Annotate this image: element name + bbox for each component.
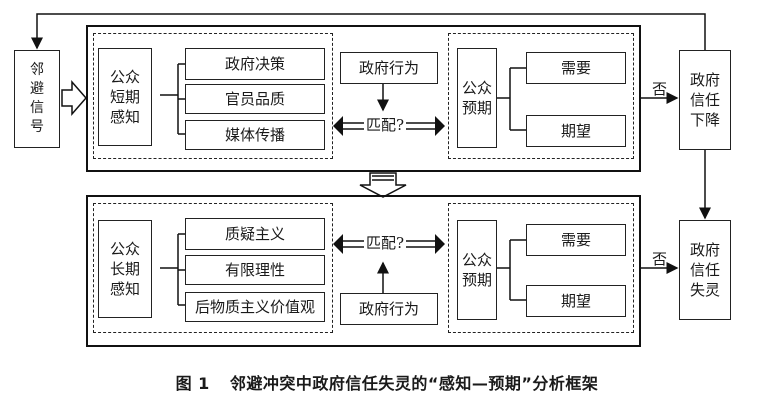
perception-item-postmaterialism: 后物质主义价值观	[185, 292, 325, 322]
perception-item-bounded-rationality: 有限理性	[185, 255, 325, 285]
bottom-gov-action-box: 政府行为	[340, 293, 438, 325]
trust-decline-box: 政府 信任 下降	[679, 50, 731, 150]
long-term-perception-box: 公众 长期 感知	[98, 220, 152, 318]
top-panel	[86, 25, 641, 172]
top-gov-action-box: 政府行为	[340, 52, 438, 84]
trust-failure-box: 政府 信任 失灵	[679, 220, 731, 320]
bottom-match-label: 匹配?	[364, 232, 407, 253]
figure-caption: 图 1 邻避冲突中政府信任失灵的“感知—预期”分析框架	[0, 370, 774, 394]
bottom-expectation-hope: 期望	[526, 285, 626, 317]
perception-item-skepticism: 质疑主义	[185, 218, 325, 250]
bottom-expectation-group	[448, 203, 634, 333]
perception-item-media: 媒体传播	[185, 120, 325, 150]
feedback-loop-line	[31, 13, 706, 50]
bottom-expectation-need: 需要	[526, 224, 626, 256]
perception-item-policy: 政府决策	[185, 48, 325, 80]
top-expectation-hope: 期望	[526, 115, 626, 147]
top-match-label: 匹配?	[364, 114, 407, 135]
short-term-perception-box: 公众 短期 感知	[98, 48, 152, 146]
perception-item-officials: 官员品质	[185, 84, 325, 114]
bottom-no-label: 否	[652, 250, 668, 268]
figure-number: 图 1	[175, 374, 210, 393]
top-perception-group	[93, 33, 333, 159]
top-no-label: 否	[652, 80, 668, 98]
bottom-panel	[86, 195, 641, 347]
top-expectation-box: 公众 预期	[457, 48, 497, 148]
bottom-expectation-box: 公众 预期	[457, 220, 497, 320]
bottom-perception-group	[93, 203, 333, 333]
figure-title: 邻避冲突中政府信任失灵的“感知—预期”分析框架	[229, 374, 599, 393]
top-expectation-group	[448, 33, 634, 159]
panel-transition-hollow-arrow	[359, 172, 407, 198]
nimby-signal-box: 邻 避 信 号	[14, 50, 60, 148]
top-expectation-need: 需要	[526, 52, 626, 84]
signal-input-hollow-arrow	[61, 80, 87, 116]
